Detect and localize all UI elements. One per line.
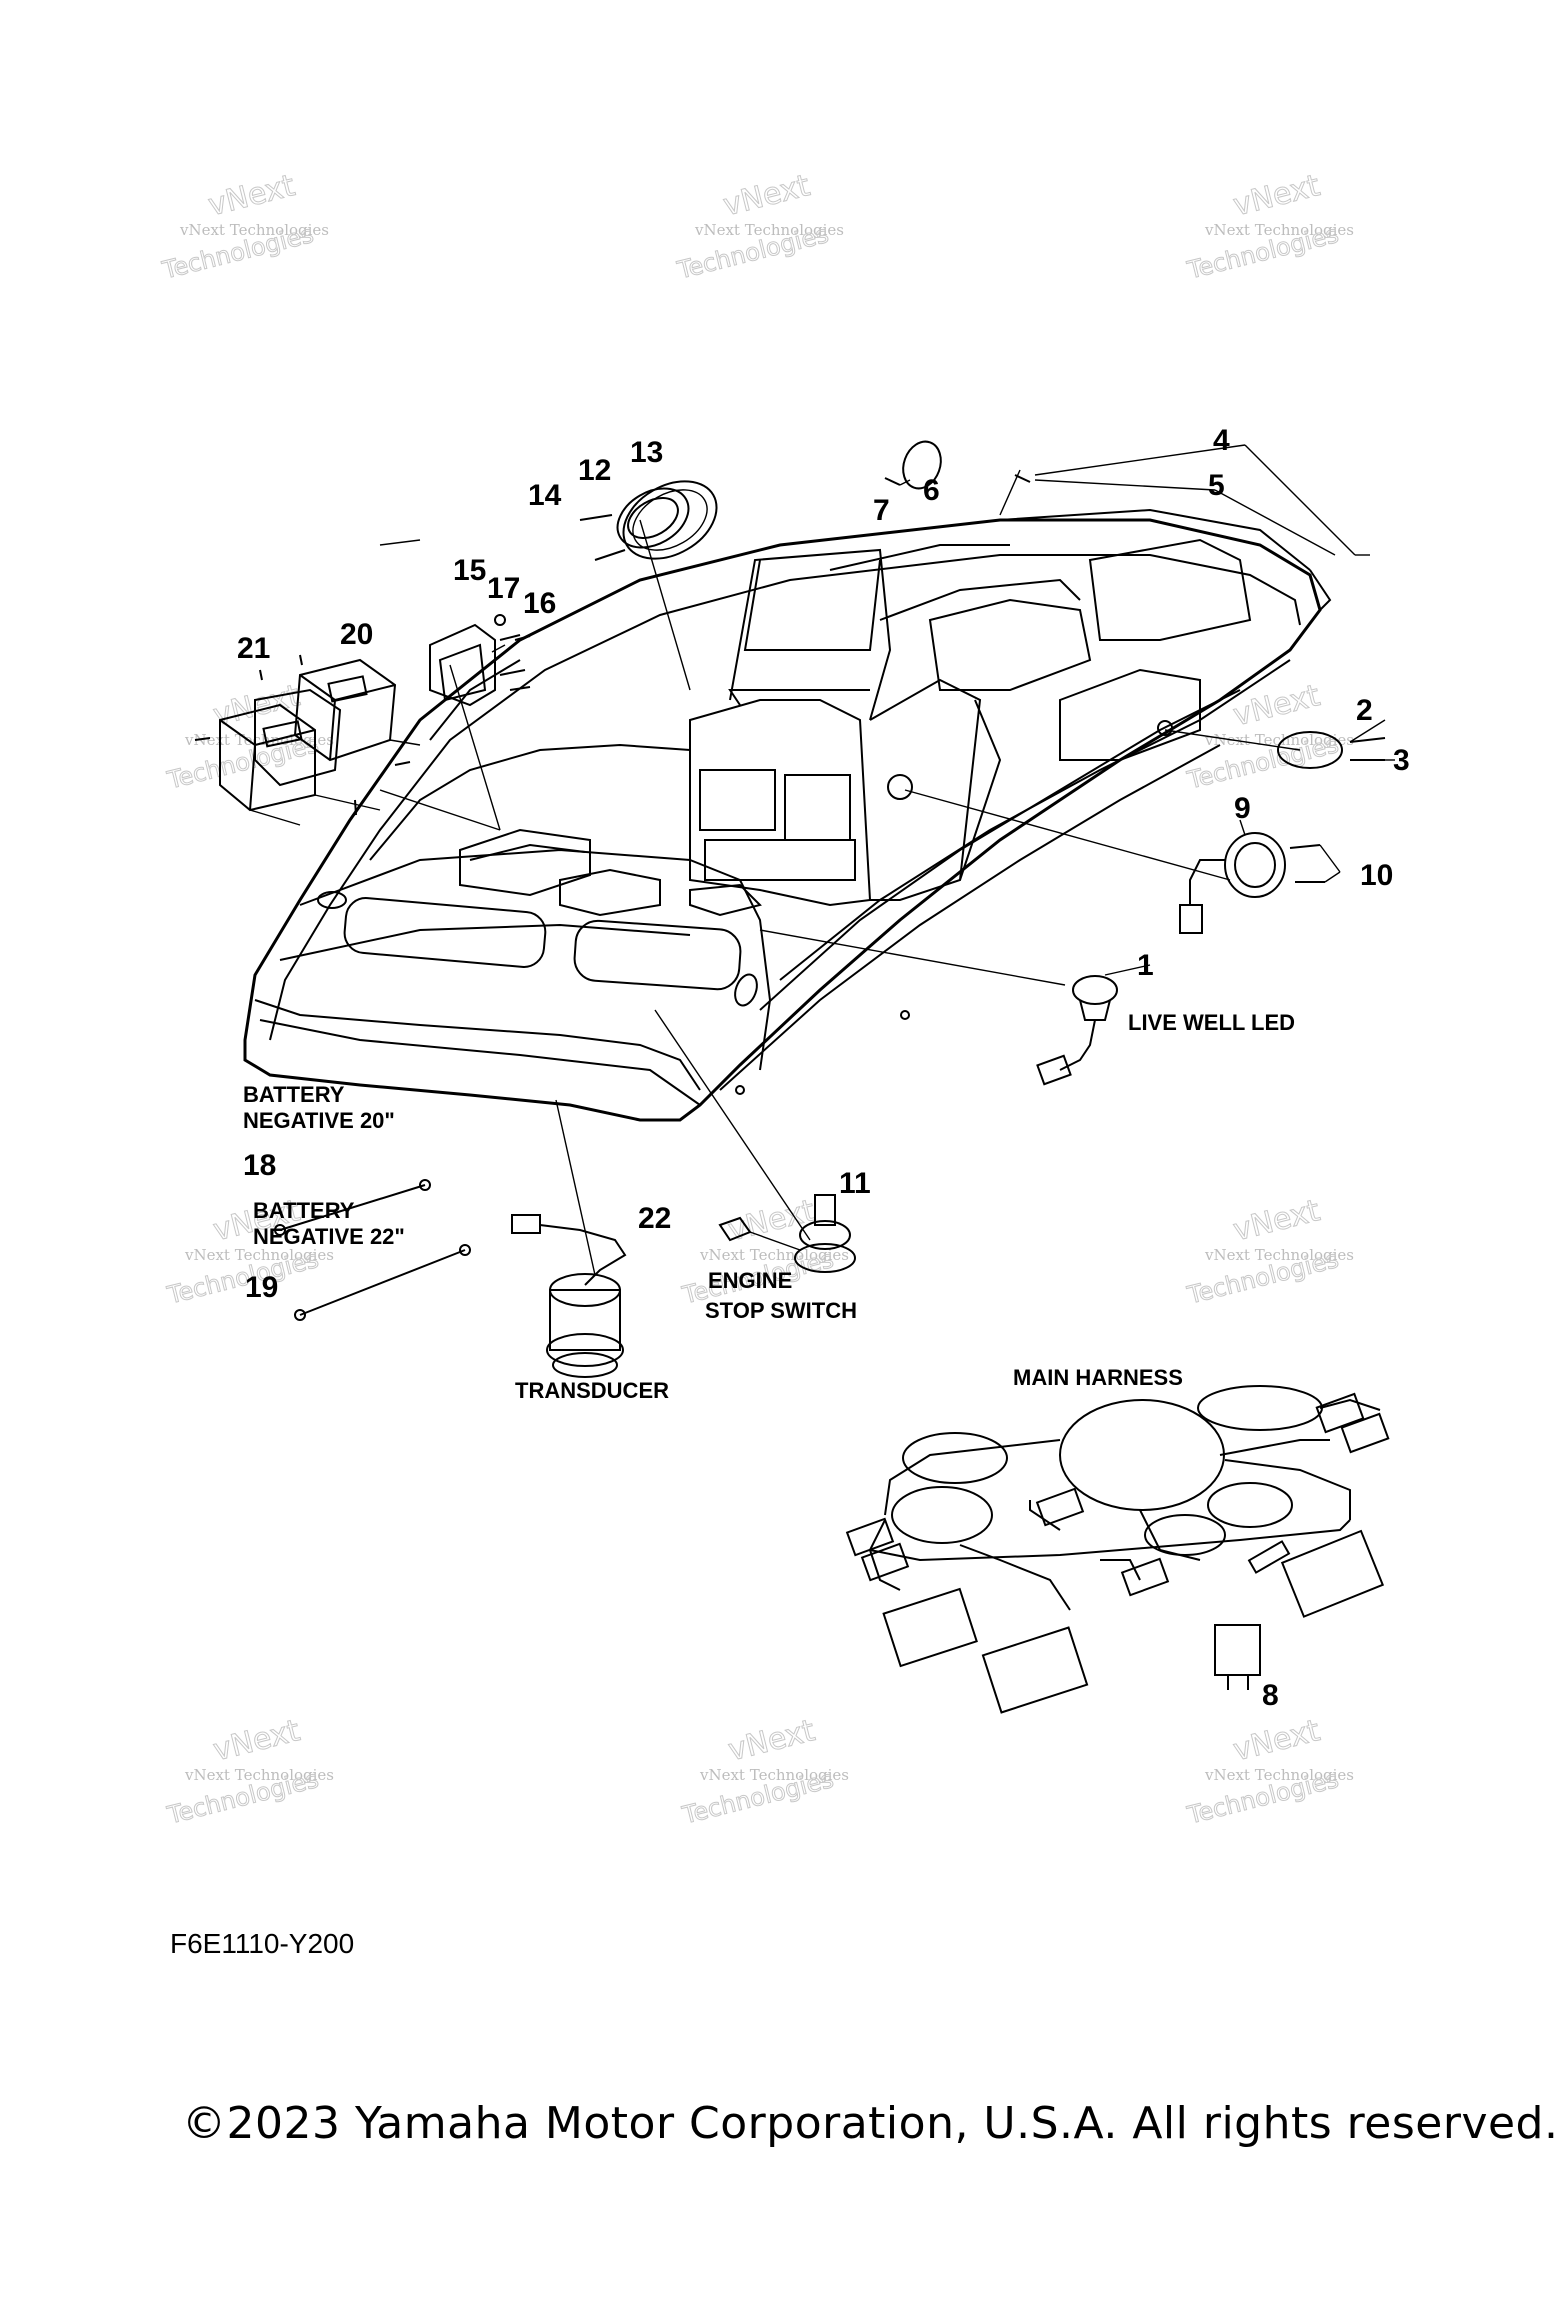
svg-text:vNext: vNext [720,168,814,223]
label-battery-negative-22-line2: NEGATIVE 22" [253,1224,405,1249]
callout-11: 11 [839,1167,871,1200]
label-live-well-led: LIVE WELL LED [1128,1010,1295,1035]
watermark: vNext vNext Technologies Technologies [1183,1713,1354,1831]
gauge [1179,832,1325,934]
parts [194,440,1390,1714]
label-engine-stop-switch-line2: STOP SWITCH [705,1298,857,1323]
svg-text:vNext: vNext [1230,168,1324,223]
callout-6: 6 [923,474,940,507]
watermark: vNext vNext Technologies Technologies [678,1713,849,1831]
callout-16: 16 [523,587,556,620]
speaker-assembly [579,480,718,561]
svg-text:vNext Technologies: vNext Technologies [1204,221,1354,239]
label-engine-stop-switch-line1: ENGINE [708,1268,792,1293]
live-well-led [1036,975,1118,1086]
battery-cables [274,1179,471,1321]
watermark: vNext vNext Technologies Technologies [163,1713,334,1831]
svg-text:vNext Technologies: vNext Technologies [699,1766,849,1784]
svg-text:vNext Technologies: vNext Technologies [1204,1246,1354,1264]
battery-boxes [194,654,421,826]
callout-4: 4 [1213,424,1230,457]
watermark: vNext vNext Technologies Technologies [1183,168,1354,286]
callout-12: 12 [578,454,611,487]
callout-20: 20 [340,618,373,651]
courtesy-light [1277,731,1386,769]
callout-2: 2 [1356,694,1373,727]
callout-8: 8 [1262,1679,1279,1712]
callout-1: 1 [1137,949,1154,982]
main-harness [845,1385,1390,1714]
part-labels: LIVE WELL LED BATTERY NEGATIVE 20" BATTE… [243,1010,1295,1403]
callout-18: 18 [243,1149,276,1182]
label-battery-negative-20-line2: NEGATIVE 20" [243,1108,395,1133]
callout-numbers: 1 2 3 4 5 6 7 8 9 10 11 12 13 14 15 16 1… [237,424,1410,1712]
svg-text:vNext Technologies: vNext Technologies [184,1766,334,1784]
callout-13: 13 [630,436,663,469]
copyright-notice: ©2023 Yamaha Motor Corporation, U.S.A. A… [182,2098,1558,2149]
svg-text:vNext Technologies: vNext Technologies [179,221,329,239]
switch-bracket [429,614,531,707]
svg-text:vNext: vNext [205,168,299,223]
watermark: vNext vNext Technologies Technologies [1183,1193,1354,1311]
callout-10: 10 [1360,859,1393,892]
callout-9: 9 [1234,792,1251,825]
svg-text:vNext: vNext [725,1713,819,1768]
watermark: vNext vNext Technologies Technologies [158,168,329,286]
diagram-code: F6E1110-Y200 [170,1928,355,1959]
leader-lines [379,444,1395,1276]
svg-text:vNext: vNext [1230,1713,1324,1768]
callout-17: 17 [487,572,520,605]
watermark: vNext vNext Technologies Technologies [673,168,844,286]
label-battery-negative-22-line1: BATTERY [253,1198,355,1223]
bow-fittings [884,440,1031,516]
callout-5: 5 [1208,469,1225,502]
callout-21: 21 [237,632,270,665]
svg-text:vNext Technologies: vNext Technologies [1204,1766,1354,1784]
label-battery-negative-20-line1: BATTERY [243,1082,345,1107]
transducer [511,1214,627,1378]
callout-15: 15 [453,554,486,587]
svg-text:vNext: vNext [210,678,304,733]
svg-text:vNext Technologies: vNext Technologies [1204,731,1354,749]
label-transducer: TRANSDUCER [515,1378,669,1403]
callout-7: 7 [873,494,890,527]
svg-text:vNext Technologies: vNext Technologies [694,221,844,239]
watermarks: vNext vNext Technologies Technologies vN… [158,168,1354,1831]
engine-stop-switch [718,1194,856,1273]
callout-22: 22 [638,1202,671,1235]
callout-19: 19 [245,1271,278,1304]
svg-text:vNext: vNext [210,1713,304,1768]
svg-text:vNext: vNext [1230,678,1324,733]
label-main-harness: MAIN HARNESS [1013,1365,1183,1390]
callout-14: 14 [528,479,562,512]
callout-3: 3 [1393,744,1410,777]
svg-text:vNext Technologies: vNext Technologies [699,1246,849,1264]
boat-hull [243,508,1332,1122]
svg-text:vNext Technologies: vNext Technologies [184,1246,334,1264]
svg-text:vNext: vNext [1230,1193,1324,1248]
